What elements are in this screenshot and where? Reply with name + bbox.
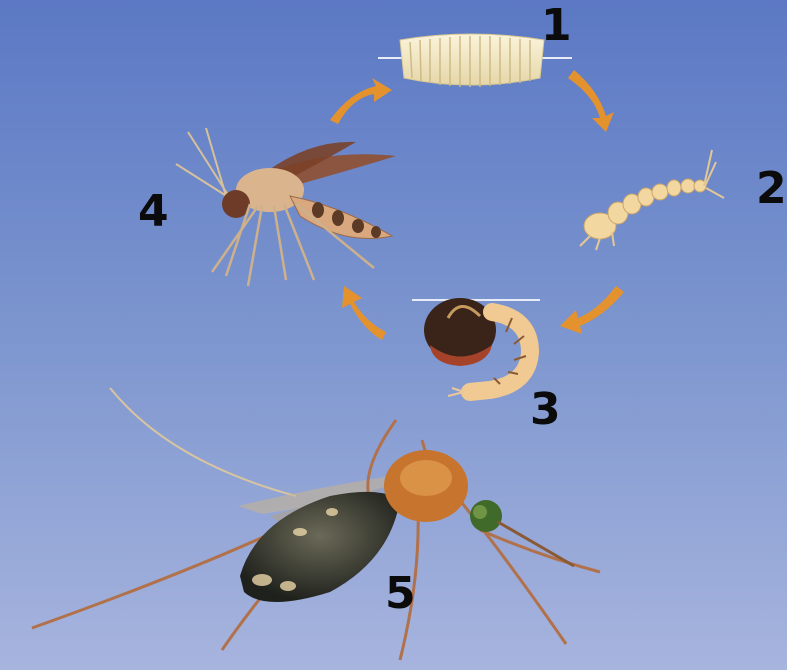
stage-4-label: 4 <box>138 190 169 234</box>
arrow-4-to-1-icon <box>330 78 392 124</box>
arrow-1-to-2-icon <box>568 70 614 132</box>
adult-mosquito-icon <box>176 128 396 286</box>
arrow-3-to-4-icon <box>342 286 386 340</box>
stage-3-label: 3 <box>530 388 561 432</box>
pupa-icon <box>412 298 540 396</box>
arrow-2-to-3-icon <box>560 286 624 334</box>
mosquito-photo <box>32 388 600 660</box>
larva-icon <box>580 150 724 250</box>
stage-1-label: 1 <box>541 4 572 48</box>
stage-2-label: 2 <box>756 167 787 211</box>
stage-5-label: 5 <box>385 572 416 616</box>
